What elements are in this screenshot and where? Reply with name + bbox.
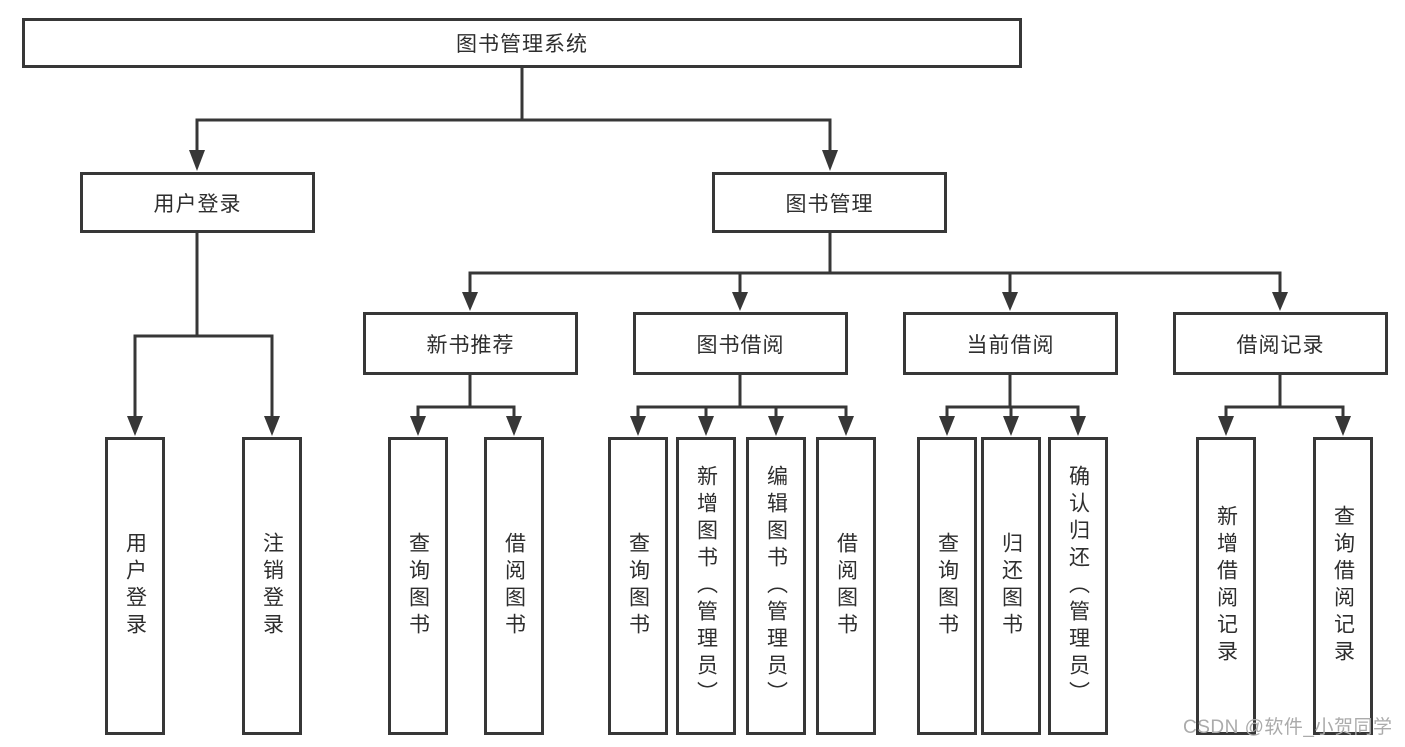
leaf-query-books-current: 查询图书 [917, 437, 977, 735]
csdn-watermark: CSDN @软件_小贺同学 [1183, 717, 1393, 738]
node-book-management: 图书管理 [712, 172, 947, 233]
leaf-query-books-recommend: 查询图书 [388, 437, 448, 735]
leaf-borrow-books-recommend: 借阅图书 [484, 437, 544, 735]
leaf-user-login: 用户登录 [105, 437, 165, 735]
leaf-add-book-admin: 新增图书（管理员） [676, 437, 736, 735]
leaf-borrow-books-borrowing: 借阅图书 [816, 437, 876, 735]
leaf-confirm-return-admin: 确认归还（管理员） [1048, 437, 1108, 735]
node-library-management-system: 图书管理系统 [22, 18, 1022, 68]
leaf-query-borrowing-record: 查询借阅记录 [1313, 437, 1373, 735]
leaf-logout: 注销登录 [242, 437, 302, 735]
leaf-return-book: 归还图书 [981, 437, 1041, 735]
leaf-edit-book-admin: 编辑图书（管理员） [746, 437, 806, 735]
node-borrowing-records: 借阅记录 [1173, 312, 1388, 375]
node-book-borrowing: 图书借阅 [633, 312, 848, 375]
leaf-query-books-borrowing: 查询图书 [608, 437, 668, 735]
node-user-login: 用户登录 [80, 172, 315, 233]
node-new-book-recommendation: 新书推荐 [363, 312, 578, 375]
leaf-add-borrowing-record: 新增借阅记录 [1196, 437, 1256, 735]
node-current-borrowing: 当前借阅 [903, 312, 1118, 375]
